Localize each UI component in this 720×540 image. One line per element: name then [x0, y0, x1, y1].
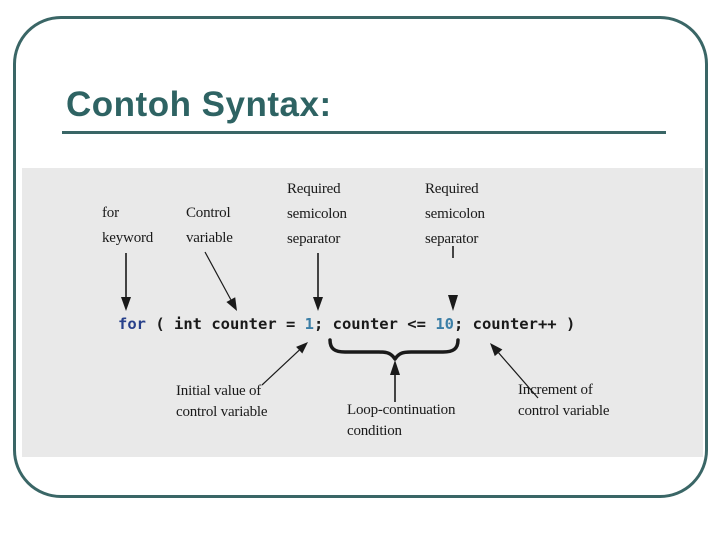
label-for-keyword: for keyword	[102, 205, 154, 246]
code-plain-1: ( int counter =	[146, 315, 305, 333]
page-title: Contoh Syntax:	[66, 85, 332, 124]
code-for-keyword: for	[118, 315, 146, 333]
label-required-semicolon-1: Required semicolon separator	[287, 181, 347, 247]
code-plain-3: ; counter++ )	[453, 315, 576, 333]
arrow-control-variable	[204, 251, 237, 311]
arrow-increment	[490, 343, 539, 399]
for-loop-syntax-figure: for keyword Control variable Required se…	[22, 168, 703, 457]
arrow-initial-value	[261, 342, 308, 386]
label-control-variable: Control variable	[186, 205, 233, 246]
code-initial-value: 1	[304, 315, 314, 333]
label-required-semicolon-2: Required semicolon separator	[425, 181, 485, 247]
annotation-arrows	[121, 246, 539, 402]
title-underline	[62, 131, 666, 134]
label-loop-continuation: Loop-continuation condition	[347, 402, 456, 439]
label-initial-value: Initial value of control variable	[176, 383, 268, 420]
slide-rounded-border	[13, 16, 708, 498]
arrow-for-keyword	[121, 253, 131, 311]
code-limit-value: 10	[435, 315, 454, 333]
arrow-semicolon-2	[448, 246, 458, 311]
label-increment: Increment of control variable	[518, 382, 610, 419]
for-statement-code: for ( int counter = 1; counter <= 10; co…	[118, 314, 575, 334]
arrow-loop-continuation	[390, 360, 400, 402]
code-plain-2: ; counter <=	[313, 315, 436, 333]
arrow-semicolon-1	[313, 253, 323, 311]
loop-condition-brace	[328, 338, 460, 361]
